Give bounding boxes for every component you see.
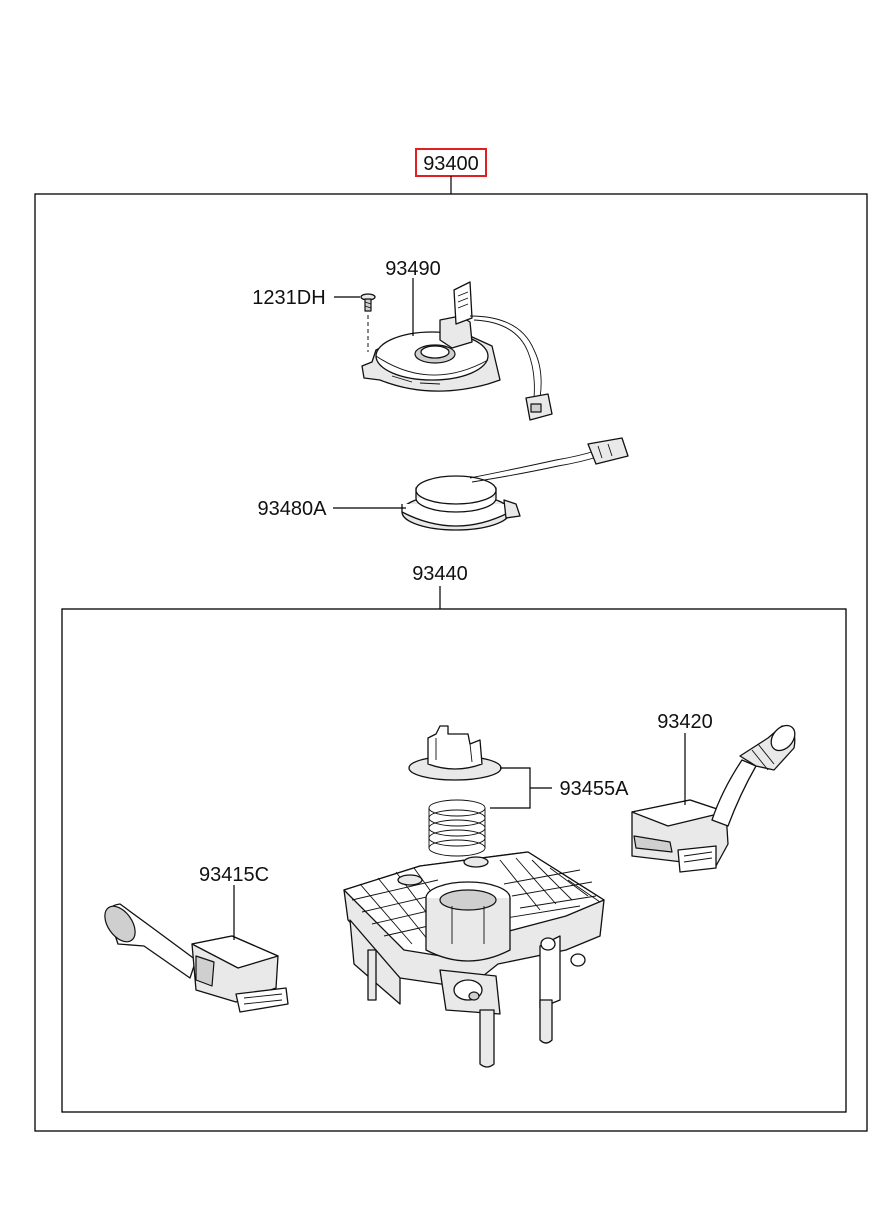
assembly-label-text: 93400 (423, 153, 479, 175)
part-93455A-drawing[interactable] (408, 725, 502, 857)
part-93420-drawing[interactable] (631, 721, 800, 873)
label-93420[interactable]: 93420 (657, 711, 713, 733)
assembly-label-93400[interactable]: 93400 (415, 148, 487, 177)
outer-frame (34, 193, 868, 1132)
label-1231DH[interactable]: 1231DH (252, 287, 325, 309)
spring-coils (428, 799, 486, 857)
switch-body-housing[interactable] (343, 851, 605, 1068)
inner-frame-93440 (61, 608, 847, 1113)
label-93480A[interactable]: 93480A (258, 498, 328, 520)
label-93440[interactable]: 93440 (412, 563, 468, 585)
part-93480A-drawing[interactable] (401, 437, 629, 531)
part-93490-drawing[interactable] (361, 281, 553, 421)
part-1231DH-drawing[interactable] (360, 293, 376, 352)
label-93455A[interactable]: 93455A (560, 778, 630, 800)
part-93415C-drawing[interactable] (99, 901, 289, 1013)
label-93490[interactable]: 93490 (385, 258, 441, 280)
grid-ribs (351, 857, 601, 945)
label-93415C[interactable]: 93415C (199, 864, 269, 886)
